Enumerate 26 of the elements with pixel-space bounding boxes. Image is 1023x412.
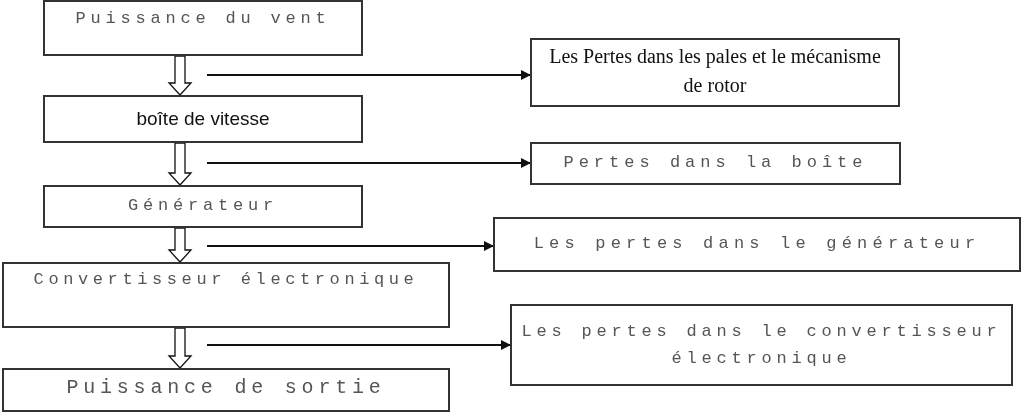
process-box (43, 0, 363, 56)
hollow-arrow (167, 142, 193, 186)
arrow (206, 340, 511, 350)
box-label: Puissance de sortie (66, 375, 386, 401)
box-label: Générateur (128, 196, 278, 217)
arrow (206, 241, 494, 251)
process-box (493, 217, 1021, 272)
box-label: Convertisseur électronique (33, 269, 419, 291)
box-label: Les pertes dans le convertisseur électronique (520, 320, 1003, 370)
arrow (206, 70, 531, 80)
arrow (206, 158, 531, 168)
box-label: Puissance du vent (75, 8, 331, 30)
hollow-arrow (167, 55, 193, 96)
box-label: Les Pertes dans les pales et le mécanisme de rotor (548, 44, 882, 98)
box-label: boîte de vitesse (136, 107, 270, 131)
box-label: Les pertes dans le générateur (533, 234, 981, 255)
process-box (530, 142, 901, 185)
process-box (2, 262, 450, 328)
box-label: Pertes dans la boîte (563, 153, 868, 174)
process-box (510, 304, 1013, 386)
process-box (2, 368, 450, 412)
process-box (43, 185, 363, 228)
hollow-arrow (167, 327, 193, 369)
process-box (43, 95, 363, 143)
hollow-arrow (167, 227, 193, 263)
process-box (530, 38, 900, 107)
